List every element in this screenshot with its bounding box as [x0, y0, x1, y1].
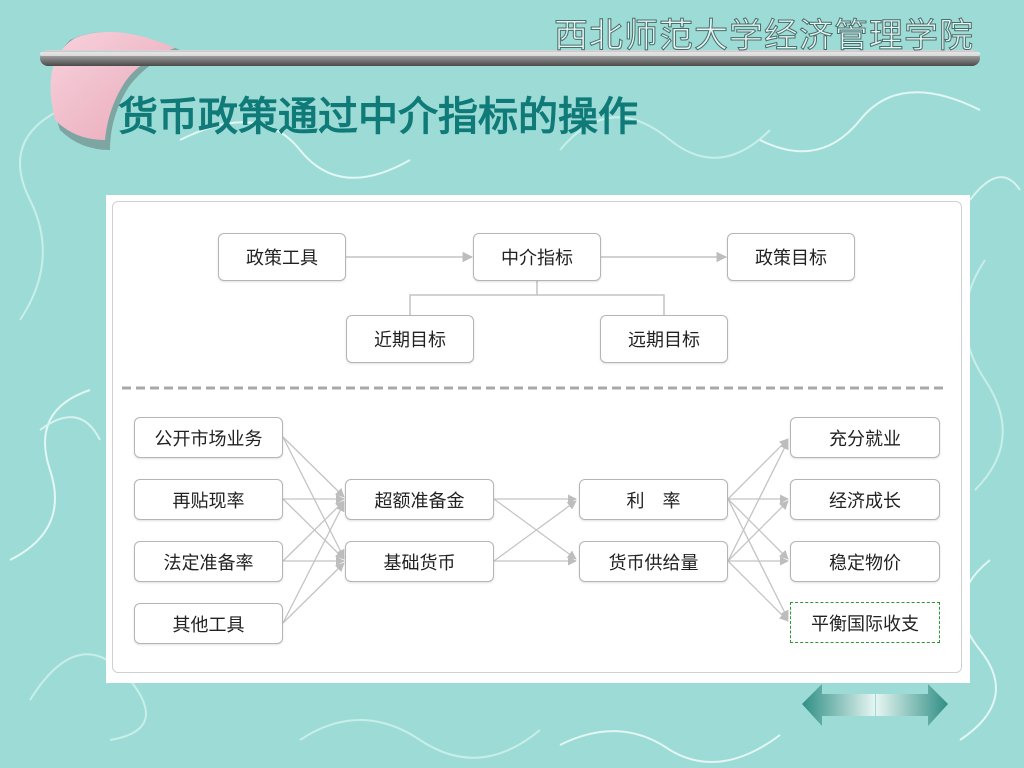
slide-title: 货币政策通过中介指标的操作	[118, 94, 638, 140]
node-instrument: 其他工具	[134, 603, 283, 644]
edge	[727, 500, 789, 562]
node-intermediate-target: 货币供给量	[579, 541, 728, 582]
node-final-goal-selected: 平衡国际收支	[790, 602, 940, 643]
edge	[727, 498, 789, 560]
node-final-goal: 充分就业	[790, 417, 940, 458]
edge	[727, 560, 789, 622]
node-policy-tools: 政策工具	[218, 233, 346, 281]
school-name: 西北师范大学经济管理学院	[554, 16, 974, 57]
header-decoration	[40, 31, 980, 150]
node-final-goal: 稳定物价	[790, 541, 940, 582]
edge	[282, 436, 345, 498]
edge	[282, 562, 345, 624]
slide-navigation	[802, 684, 948, 726]
node-final-goal: 经济成长	[790, 479, 940, 520]
node-policy-goals: 政策目标	[727, 233, 855, 281]
node-instrument: 再贴现率	[134, 479, 283, 520]
node-instrument: 公开市场业务	[134, 417, 283, 458]
panel-border	[112, 201, 962, 673]
edge	[282, 502, 345, 624]
node-near-term-target: 近期目标	[346, 315, 474, 363]
edge	[493, 498, 577, 560]
node-operating-target: 超额准备金	[345, 479, 494, 520]
node-instrument: 法定准备率	[134, 541, 283, 582]
edge	[727, 438, 789, 500]
node-intermediate-indicator: 中介指标	[473, 233, 601, 281]
bracket-near	[409, 281, 538, 315]
next-arrow-icon[interactable]	[876, 684, 948, 726]
bracket-long	[537, 294, 665, 315]
edge	[727, 440, 789, 562]
node-intermediate-target: 利 率	[579, 479, 728, 520]
edge	[282, 436, 345, 559]
connector-lines	[122, 251, 946, 624]
previous-arrow-icon[interactable]	[802, 684, 875, 726]
edge	[282, 500, 345, 562]
diagram-panel: 政策工具 中介指标 政策目标 近期目标 远期目标 公开市场业务 再贴现率 法定准…	[106, 195, 970, 683]
node-operating-target: 基础货币	[345, 541, 494, 582]
edge	[493, 500, 577, 562]
edge	[282, 498, 345, 560]
node-long-term-target: 远期目标	[600, 315, 728, 363]
edge	[727, 498, 789, 620]
